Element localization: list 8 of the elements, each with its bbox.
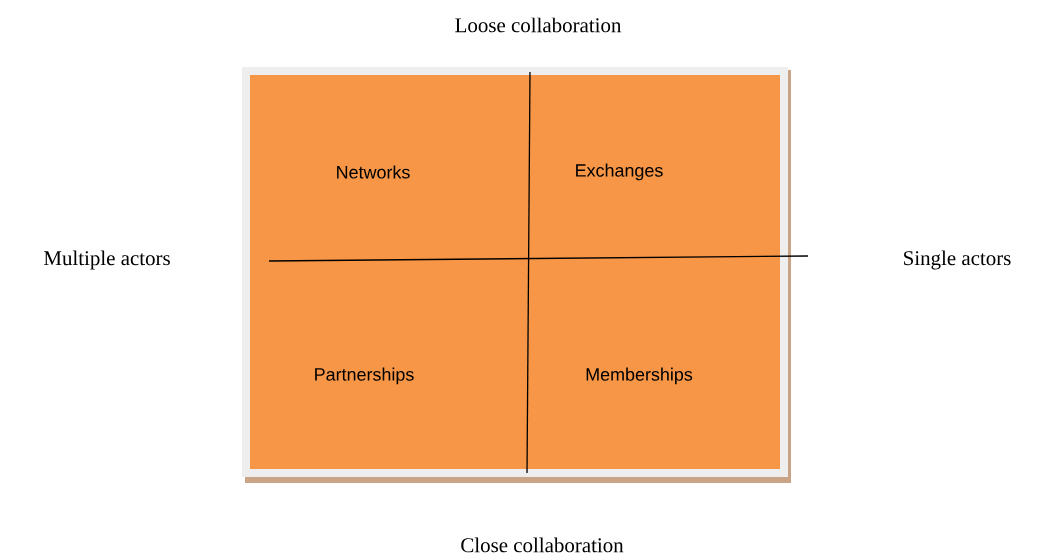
axis-label: Single actors	[904, 250, 1011, 270]
quadrant-label: Networks	[337, 165, 410, 179]
quadrant-label: Memberships	[586, 367, 693, 385]
quadrant-label: Exchanges	[576, 163, 663, 181]
axis-label: Loose collaboration	[455, 17, 622, 33]
axis-label: Close collaboration	[461, 537, 624, 553]
axis-label: Multiple actors	[44, 250, 170, 270]
quadrant-label: Partnerships	[315, 367, 414, 385]
